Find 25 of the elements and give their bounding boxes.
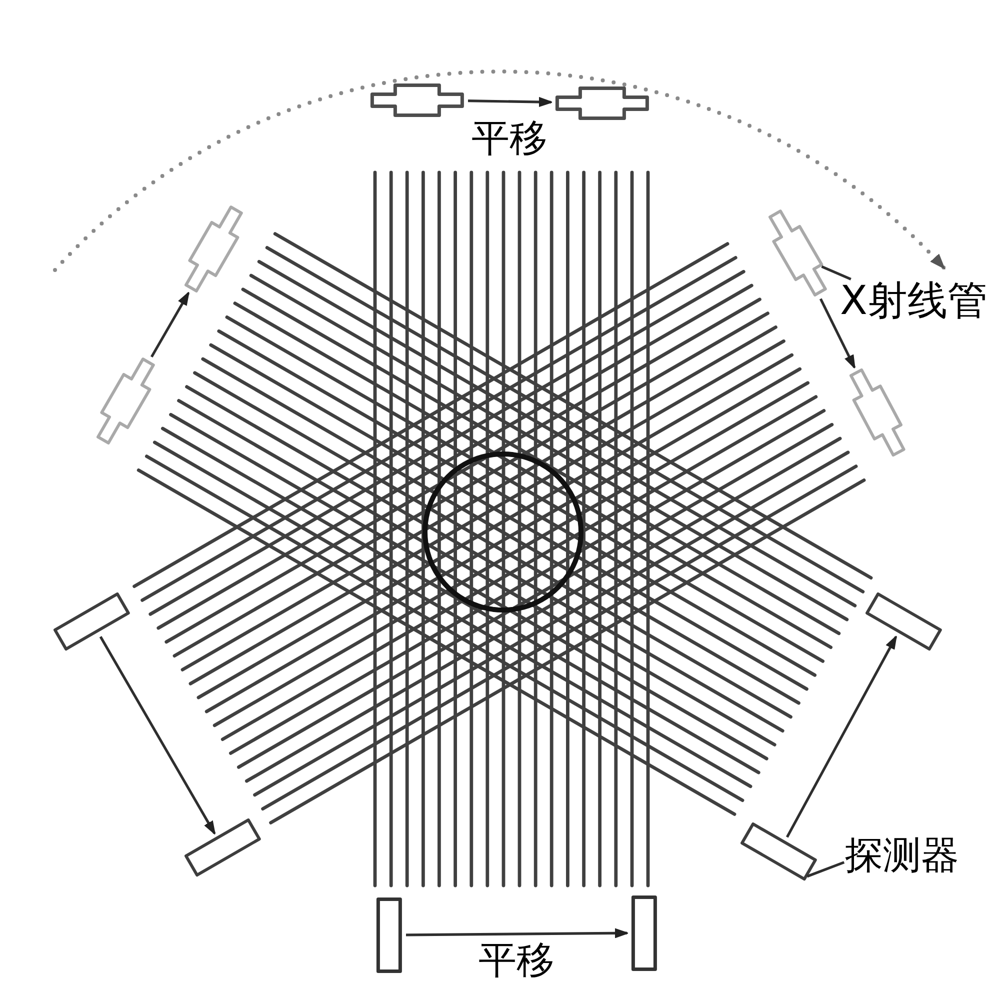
leader-line [821, 265, 852, 280]
detector-box [740, 822, 818, 882]
arrow [786, 636, 898, 838]
edge-label: 平移 [478, 941, 554, 981]
detector-box [184, 818, 262, 878]
arrow [406, 928, 628, 938]
tube-icon [768, 209, 828, 297]
detector-box [630, 894, 658, 972]
tube-icon [184, 205, 244, 293]
callout-label: 探测器 [845, 836, 959, 876]
arrow [99, 636, 216, 835]
tube-icon [848, 368, 906, 458]
detector-box [865, 592, 943, 652]
leader-line [806, 861, 845, 878]
detector-box [376, 896, 402, 974]
edge-label: 平移 [472, 118, 548, 158]
tube-icon [96, 357, 156, 445]
arrow [150, 292, 190, 358]
detector-box [53, 592, 131, 652]
arrow [819, 298, 856, 369]
tube-icon [554, 86, 650, 120]
callout-label: X射线管 [840, 280, 988, 322]
arrow [468, 97, 552, 107]
tube-icon [370, 82, 464, 118]
circle-outline [422, 451, 584, 613]
